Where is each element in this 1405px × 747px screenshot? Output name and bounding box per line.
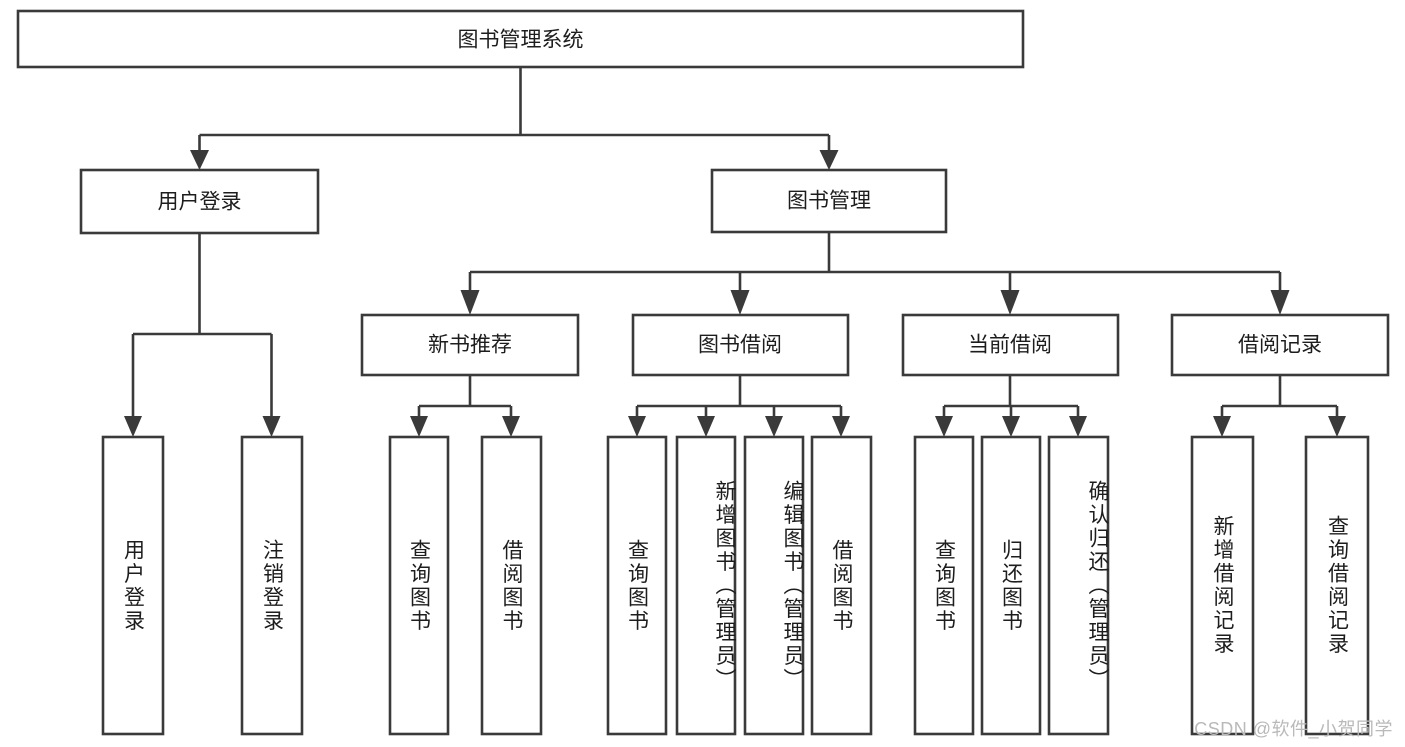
- leaf-return-book-box[interactable]: [980, 435, 1042, 736]
- arrow-leaf-add-book-admin: [697, 416, 715, 437]
- leaf-borrow-book-2-box[interactable]: [810, 435, 873, 736]
- borrow-record-label: 借阅记录: [1238, 334, 1322, 357]
- book-borrow-box[interactable]: [631, 313, 850, 377]
- arrow-book-manage: [819, 150, 839, 170]
- watermark-text: CSDN @软件_小贺同学: [1194, 719, 1393, 739]
- arrow-leaf-confirm-return-admin: [1069, 416, 1087, 437]
- arrow-leaf-query-book-1: [410, 416, 428, 437]
- arrow-book-borrow: [730, 290, 750, 315]
- borrow-record-box[interactable]: [1170, 313, 1390, 377]
- arrow-leaf-borrow-book-2: [832, 416, 850, 437]
- root-box[interactable]: [16, 9, 1025, 69]
- leaf-add-borrow-record-box[interactable]: [1190, 435, 1255, 736]
- arrow-leaf-return-book: [1002, 416, 1020, 437]
- leaf-query-book-1-box[interactable]: [388, 435, 450, 736]
- book-borrow-label: 图书借阅: [698, 334, 782, 357]
- leaf-edit-book-admin-box[interactable]: [743, 435, 805, 736]
- new-book-recommend-box[interactable]: [360, 313, 580, 377]
- node-borrow-record[interactable]: 借阅记录: [1170, 313, 1390, 377]
- arrow-leaf-user-login: [124, 416, 142, 437]
- arrow-leaf-add-borrow-record: [1213, 416, 1231, 437]
- arrow-leaf-query-book-3: [935, 416, 953, 437]
- arrow-borrow-record: [1270, 290, 1290, 315]
- root-label: 图书管理系统: [458, 29, 584, 52]
- leaf-boxes: [101, 435, 1370, 736]
- node-new-book-recommend[interactable]: 新书推荐: [360, 313, 580, 377]
- arrow-leaf-logout-login: [262, 416, 281, 437]
- node-current-borrow[interactable]: 当前借阅: [901, 313, 1120, 377]
- leaf-logout-login-box[interactable]: [240, 435, 304, 736]
- book-manage-box[interactable]: [710, 168, 948, 234]
- connector-layer: [124, 67, 1346, 437]
- node-book-manage[interactable]: 图书管理: [710, 168, 948, 234]
- arrow-leaf-borrow-book-1: [502, 416, 520, 437]
- leaf-borrow-book-1-box[interactable]: [480, 435, 543, 736]
- user-login-label: 用户登录: [158, 191, 242, 214]
- leaf-confirm-return-admin-box[interactable]: [1047, 435, 1110, 736]
- leaf-user-login-box[interactable]: [101, 435, 165, 736]
- leaf-query-book-2-box[interactable]: [606, 435, 668, 736]
- book-manage-label: 图书管理: [787, 190, 871, 213]
- leaf-add-book-admin-box[interactable]: [675, 435, 737, 736]
- arrow-user-login: [190, 150, 209, 170]
- arrow-leaf-query-book-2: [628, 416, 646, 437]
- leaf-query-book-3-box[interactable]: [913, 435, 975, 736]
- new-book-recommend-label: 新书推荐: [428, 334, 512, 357]
- node-book-borrow[interactable]: 图书借阅: [631, 313, 850, 377]
- node-user-login[interactable]: 用户登录: [79, 168, 320, 235]
- node-root[interactable]: 图书管理系统: [16, 9, 1025, 69]
- arrow-leaf-query-borrow-record: [1328, 416, 1346, 437]
- arrow-new-book-recommend: [460, 290, 480, 315]
- current-borrow-box[interactable]: [901, 313, 1120, 377]
- arrow-current-borrow: [1000, 290, 1020, 315]
- arrow-leaf-edit-book-admin: [765, 416, 783, 437]
- user-login-box[interactable]: [79, 168, 320, 235]
- leaf-query-borrow-record-box[interactable]: [1304, 435, 1370, 736]
- current-borrow-label: 当前借阅: [968, 334, 1052, 357]
